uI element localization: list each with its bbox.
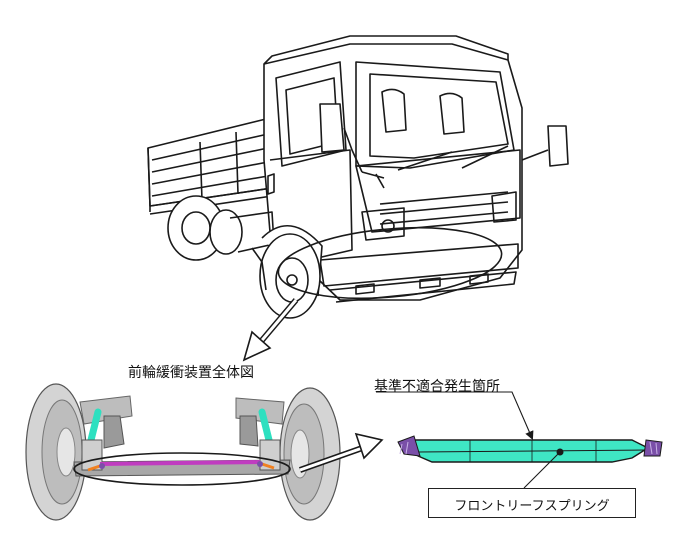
nonconformity-label: 基準不適合発生箇所 [374, 379, 500, 395]
arrow-to-assembly [242, 298, 299, 362]
assembly-title: 前輪緩衝装置全体図 [128, 365, 254, 381]
left-tire [25, 383, 87, 521]
front-suspension-highlight [277, 226, 503, 300]
right-tire [279, 387, 341, 521]
spring-label: フロントリーフスプリング [454, 499, 610, 514]
leaf-spring-highlight [73, 452, 291, 486]
spring-label-box: フロントリーフスプリング [428, 488, 636, 518]
front-suspension-assembly [25, 383, 341, 521]
truck-illustration [147, 35, 569, 319]
front-leaf-spring-detail [376, 391, 663, 489]
arrow-to-detail [299, 432, 384, 473]
